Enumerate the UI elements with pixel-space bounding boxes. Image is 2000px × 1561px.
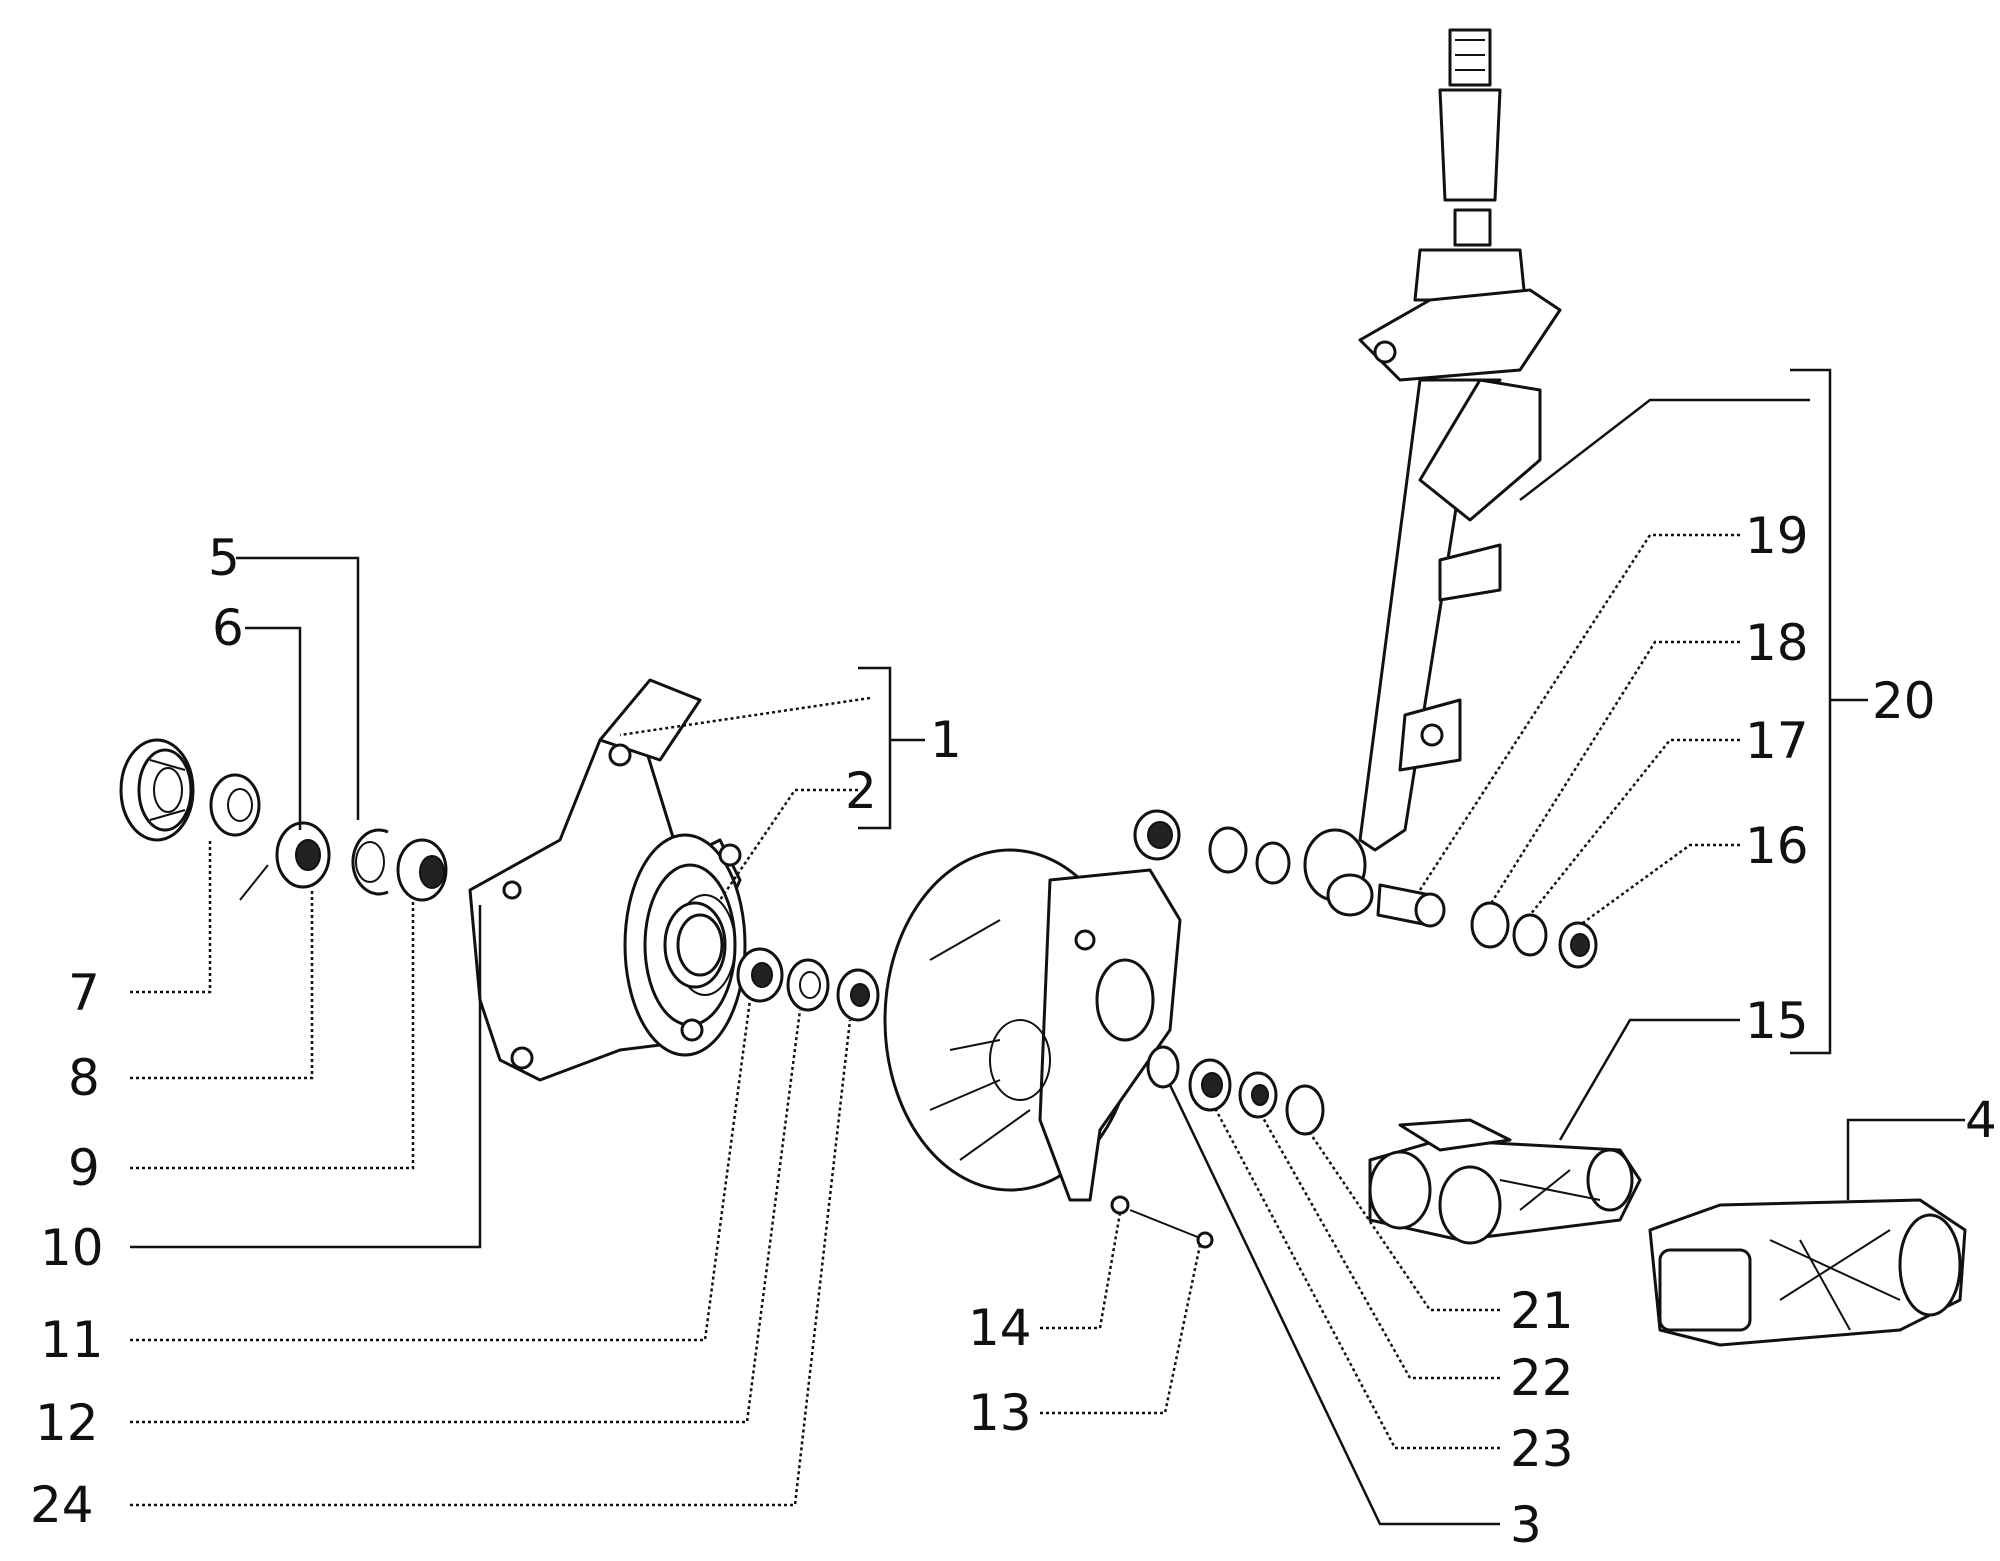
bearing-9 — [396, 838, 448, 902]
washer-12 — [786, 958, 830, 1012]
leader-16 — [1579, 843, 1740, 927]
pin-7 — [239, 864, 269, 901]
leader-8 — [130, 890, 314, 1080]
callout-7: 7 — [68, 964, 100, 1022]
steering-column — [1358, 28, 1562, 382]
callout-3: 3 — [1510, 1496, 1542, 1554]
bearing-11 — [736, 947, 784, 1003]
leader-9 — [130, 900, 415, 1170]
bearing-22 — [1238, 1071, 1278, 1119]
damper-arm-4 — [1648, 1198, 1967, 1347]
swing-link-15 — [1368, 1118, 1642, 1245]
fork-arm — [1358, 378, 1542, 852]
callout-9: 9 — [68, 1139, 100, 1197]
nut-16 — [1558, 921, 1598, 969]
bearing-8 — [275, 821, 331, 889]
callout-14: 14 — [968, 1299, 1032, 1357]
callout-4: 4 — [1965, 1091, 1997, 1149]
circlip-5 — [351, 828, 389, 896]
pin-18 — [1376, 883, 1446, 928]
bushing-17 — [1470, 901, 1510, 949]
leader-15 — [1558, 1018, 1740, 1141]
callout-1: 1 — [930, 711, 962, 769]
callout-22: 22 — [1510, 1349, 1574, 1407]
wheel-nut — [119, 738, 195, 842]
leader-5 — [236, 556, 360, 820]
callout-6: 6 — [212, 599, 244, 657]
leader-4 — [1846, 1118, 1965, 1200]
leader-20-arm — [1519, 398, 1810, 501]
callout-5: 5 — [208, 529, 240, 587]
callout-24: 24 — [30, 1476, 94, 1534]
nut-left-pivot — [1133, 809, 1181, 861]
callout-17: 17 — [1745, 712, 1809, 770]
callout-10: 10 — [40, 1219, 104, 1277]
callout-11: 11 — [40, 1311, 104, 1369]
callout-16: 16 — [1745, 817, 1809, 875]
leader-11 — [130, 999, 752, 1342]
washer-left-pivot — [1208, 826, 1248, 874]
leader-3 — [1168, 1084, 1500, 1526]
spacer-7 — [209, 773, 261, 837]
bolt-14 — [1110, 1195, 1130, 1215]
callout-21: 21 — [1510, 1282, 1574, 1340]
ring-left-pivot — [1255, 841, 1291, 885]
leader-7 — [130, 840, 212, 994]
axle-stub — [663, 901, 727, 989]
bracket-group-20 — [1790, 368, 1868, 1055]
leader-21 — [1308, 1132, 1500, 1312]
callout-12: 12 — [35, 1394, 99, 1452]
fork-pivot — [1303, 828, 1374, 917]
leader-6 — [245, 626, 302, 830]
leader-18 — [1488, 640, 1740, 906]
callout-18: 18 — [1745, 614, 1809, 672]
leader-23 — [1213, 1107, 1500, 1450]
nut-23 — [1188, 1058, 1232, 1112]
ring-3 — [1146, 1045, 1180, 1089]
leader-17 — [1529, 738, 1740, 916]
ring-16 — [1512, 913, 1548, 957]
leader-19 — [1418, 533, 1740, 891]
brake-backplate — [883, 848, 1182, 1202]
leader-24 — [130, 1019, 852, 1507]
callout-20: 20 — [1872, 672, 1936, 730]
ring-21 — [1285, 1084, 1325, 1136]
leader-1 — [619, 696, 871, 737]
callout-labels: 5 6 7 8 9 10 11 12 24 1 2 14 13 3 23 22 … — [30, 507, 1997, 1554]
callout-2: 2 — [845, 762, 877, 820]
nut-24 — [836, 968, 880, 1022]
bolt-13 — [1129, 1209, 1214, 1249]
callout-13: 13 — [968, 1384, 1032, 1442]
callout-15: 15 — [1745, 992, 1809, 1050]
leader-12 — [130, 1009, 802, 1424]
leader-14 — [1040, 1212, 1122, 1330]
leader-2 — [718, 788, 858, 901]
leader-22 — [1260, 1115, 1500, 1380]
callout-19: 19 — [1745, 507, 1809, 565]
leader-10 — [130, 905, 482, 1249]
leader-lines — [130, 398, 1965, 1526]
callout-23: 23 — [1510, 1420, 1574, 1478]
callout-8: 8 — [68, 1049, 100, 1107]
bracket-group-1-2 — [858, 666, 925, 830]
